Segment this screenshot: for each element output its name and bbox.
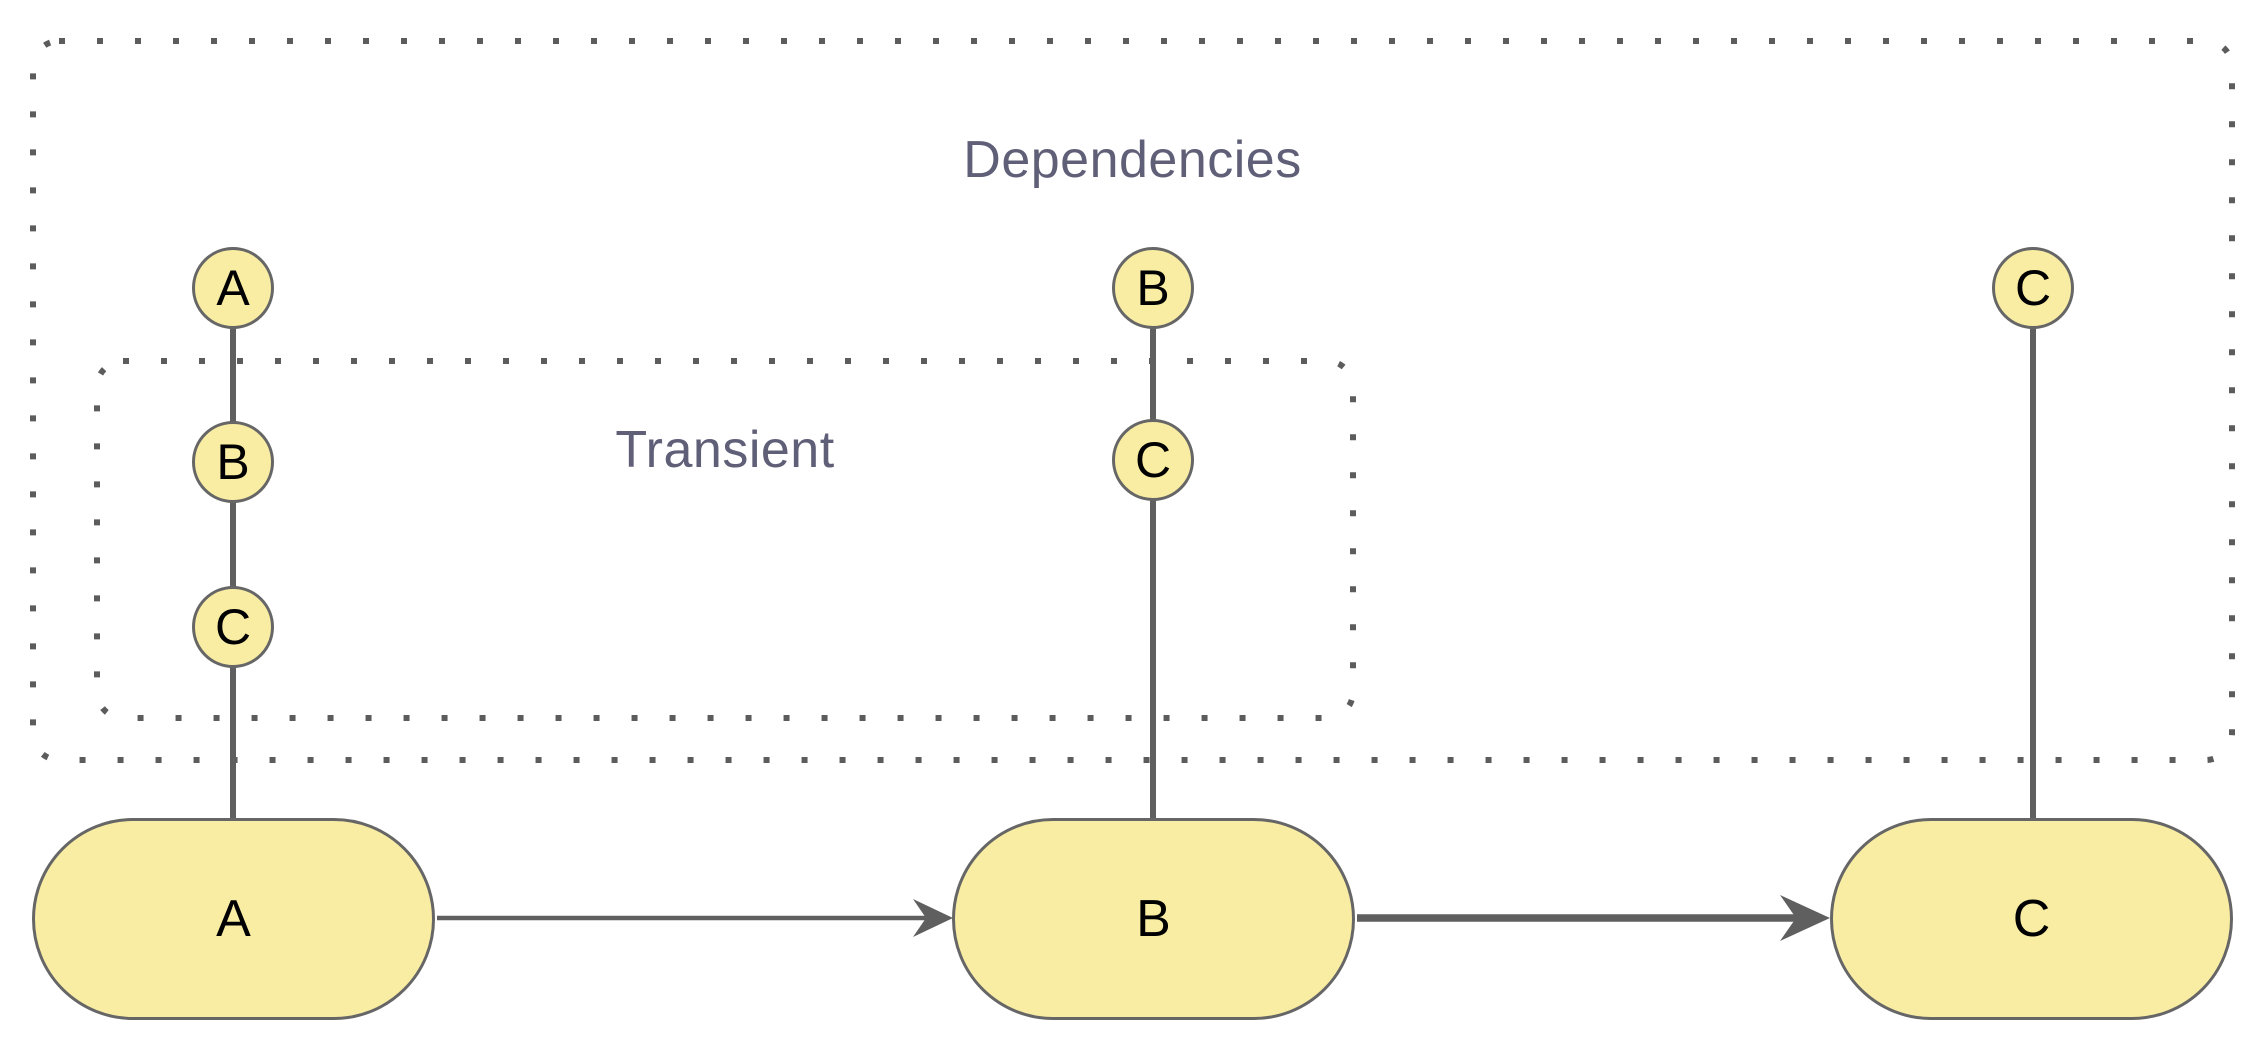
dependencies-group-label: Dependencies [963,131,1302,189]
component-pill-b: B [952,818,1355,1020]
transient-group-label: Transient [615,421,835,479]
dependency-node-c-of-b: C [1112,419,1194,501]
edge-a-to-b-arrowhead [913,899,953,937]
dependency-node-c-of-c: C [1992,247,2074,329]
transient-group-border [94,358,1356,721]
edge-b-to-c-arrowhead [1780,895,1830,941]
dependency-node-a-of-a: A [192,247,274,329]
dependency-node-c-of-a: C [192,586,274,668]
dependency-node-b-of-b: B [1112,247,1194,329]
dependency-node-b-of-a: B [192,421,274,503]
component-pill-c: C [1830,818,2233,1020]
component-pill-a: A [32,818,435,1020]
